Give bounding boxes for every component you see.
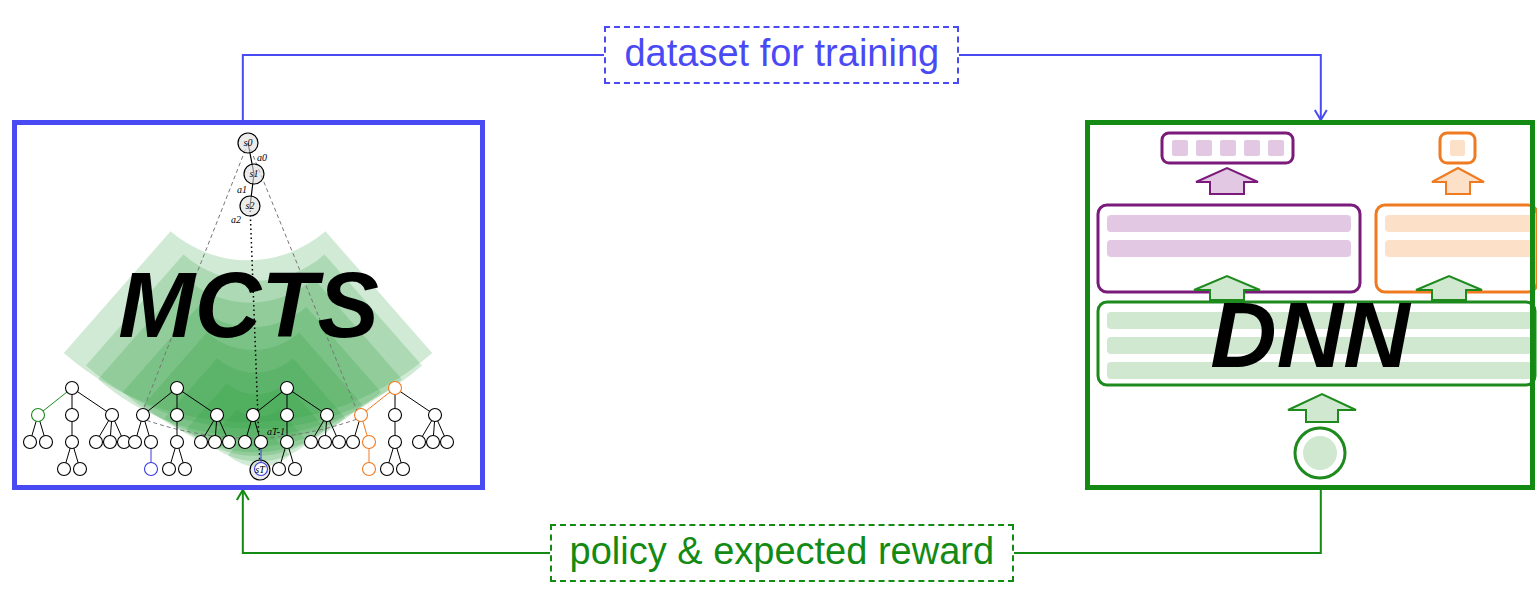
node-title: MCTS <box>118 259 379 351</box>
state-action-label: s2 <box>246 201 255 211</box>
dnn-box: DNN <box>1085 120 1535 490</box>
state-action-label: a0 <box>257 153 267 163</box>
search-tree <box>129 382 236 476</box>
state-action-label: aT-1 <box>267 427 285 437</box>
state-action-label: s0 <box>244 138 253 148</box>
dnn-illustration <box>1098 133 1537 478</box>
state-action-label: a2 <box>231 215 241 225</box>
search-fan <box>186 383 326 455</box>
search-tree <box>347 382 454 476</box>
state-action-label: a1 <box>237 185 247 195</box>
node-title: DNN <box>1210 289 1409 381</box>
state-action-label: sT <box>255 465 264 475</box>
edge-label: policy & expected reward <box>550 524 1015 583</box>
edge-label: dataset for training <box>604 26 959 85</box>
mcts-illustration <box>24 133 454 480</box>
mcts-box: MCTS <box>12 120 485 490</box>
search-tree <box>239 382 346 476</box>
search-tree <box>24 382 131 476</box>
state-action-label: s1 <box>250 169 259 179</box>
